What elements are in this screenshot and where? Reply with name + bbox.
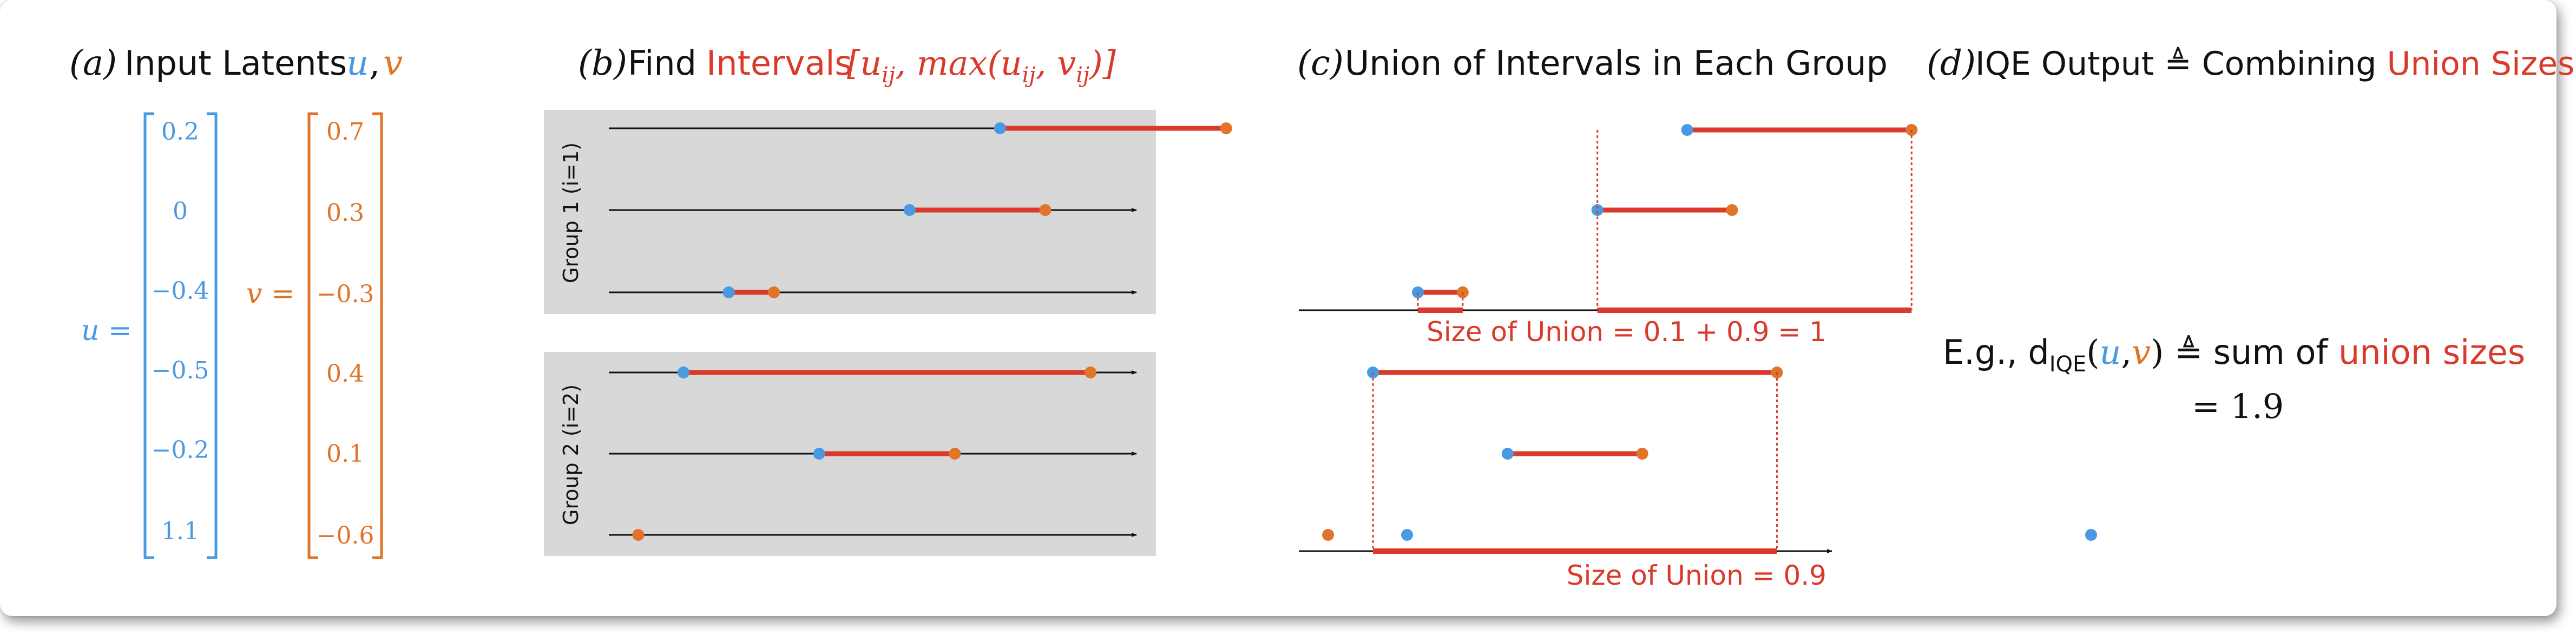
panel-a-title: Input Latents bbox=[124, 43, 347, 83]
panel-c-label: (c) bbox=[1297, 43, 1344, 83]
u-entry: −0.4 bbox=[152, 277, 209, 305]
u-entry: −0.2 bbox=[152, 436, 209, 464]
u-point bbox=[1681, 124, 1693, 136]
u-entry: 1.1 bbox=[161, 518, 199, 545]
panel-d-label: (d) bbox=[1927, 43, 1976, 83]
v-entry: 0.7 bbox=[326, 118, 364, 146]
v-point bbox=[1220, 122, 1232, 134]
v-point bbox=[949, 448, 961, 460]
panel-b-title-red: Intervals bbox=[706, 43, 852, 83]
u-entry: 0 bbox=[173, 198, 188, 225]
u-vector-label: u = bbox=[81, 315, 132, 347]
iqe-example-result: = 1.9 bbox=[2192, 387, 2284, 426]
u-point bbox=[1501, 448, 1514, 460]
v-point bbox=[632, 529, 645, 541]
v-entry: 0.1 bbox=[326, 440, 364, 468]
v-entry: 0.3 bbox=[326, 199, 364, 227]
v-vector-label: v = bbox=[246, 278, 294, 310]
u-entry: −0.5 bbox=[152, 357, 209, 384]
u-right-bracket bbox=[207, 112, 218, 559]
v-entry: −0.3 bbox=[317, 280, 374, 308]
group-2-label: Group 2 (i=2) bbox=[559, 384, 583, 525]
u-entry: 0.2 bbox=[161, 118, 199, 146]
group-1-label: Group 1 (i=1) bbox=[559, 142, 583, 283]
u-left-bracket bbox=[143, 112, 154, 559]
panel-d: (d) IQE Output ≜ Combining Union Sizes E… bbox=[1927, 43, 2574, 426]
group-2-union-size: Size of Union = 0.9 bbox=[1567, 560, 1826, 591]
u-point bbox=[903, 204, 916, 216]
panel-a-title-v: v bbox=[383, 43, 403, 83]
panel-a-title-comma: , bbox=[369, 43, 380, 83]
panel-b-label: (b) bbox=[578, 43, 627, 83]
panel-d-title: IQE Output ≜ Combining Union Sizes bbox=[1975, 45, 2574, 83]
group-1-panel bbox=[544, 110, 1156, 314]
panel-a: (a) Input Latents u , v u = v = 0.2 0 −0… bbox=[69, 43, 403, 559]
v-entry: 0.4 bbox=[326, 360, 364, 388]
panel-b: (b) Find Intervals [uij, max(uij, vij)] … bbox=[544, 43, 1413, 556]
figure-card bbox=[0, 0, 2557, 616]
u-point bbox=[2085, 529, 2097, 541]
panel-b-title-prefix: Find bbox=[628, 43, 696, 83]
v-point bbox=[1322, 529, 1335, 541]
panel-a-title-u: u bbox=[346, 43, 369, 83]
panel-c-title: Union of Intervals in Each Group bbox=[1345, 43, 1888, 83]
iqe-example-expression: E.g., dIQE(u,v) ≜ sum of union sizes bbox=[1943, 332, 2525, 377]
u-point bbox=[813, 448, 825, 460]
u-point bbox=[678, 367, 689, 378]
v-point bbox=[1636, 448, 1648, 460]
u-point bbox=[722, 286, 735, 298]
v-entry: −0.6 bbox=[317, 522, 374, 550]
u-point bbox=[1591, 204, 1604, 216]
panel-b-title-math: [uij, max(uij, vij)] bbox=[847, 43, 1116, 88]
v-left-bracket bbox=[307, 112, 318, 559]
panel-c: (c) Union of Intervals in Each Group Siz… bbox=[1297, 43, 2097, 591]
v-right-bracket bbox=[372, 112, 383, 559]
u-point bbox=[1401, 529, 1413, 541]
v-point bbox=[1039, 204, 1052, 216]
v-point bbox=[1726, 204, 1738, 216]
v-point bbox=[1085, 367, 1097, 378]
u-point bbox=[994, 122, 1006, 134]
group-1-union-size: Size of Union = 0.1 + 0.9 = 1 bbox=[1427, 316, 1826, 348]
panel-a-label: (a) bbox=[69, 43, 117, 83]
v-point bbox=[768, 286, 780, 298]
